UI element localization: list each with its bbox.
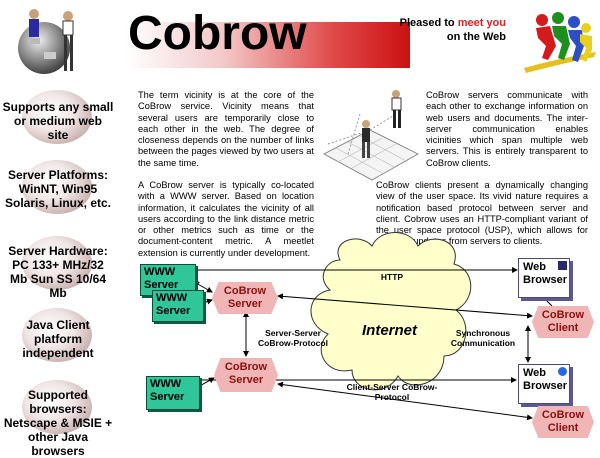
sidebar-bubble-1	[22, 90, 92, 144]
ie-icon	[558, 367, 567, 376]
http-label: HTTP	[380, 272, 404, 282]
sidebar-item-platforms: Server Platforms: WinNT, Win95 Solaris, …	[4, 168, 112, 210]
web-browser-1-label: Web Browser	[523, 261, 568, 286]
running-people-logo	[524, 12, 596, 73]
sidebar-item-supports: Supports any small or medium web site	[2, 100, 114, 142]
sidebar-bubble-5	[22, 380, 92, 434]
tagline: Pleased to meet you on the Web	[386, 16, 506, 44]
web-browser-2: Web Browser	[518, 364, 570, 404]
web-browser-2-label: Web Browser	[523, 367, 568, 392]
web-browser-1: Web Browser	[518, 258, 570, 298]
paragraph-inter-server: CoBrow servers communicate with each oth…	[426, 90, 588, 168]
sidebar-bubble-4	[22, 308, 92, 362]
www-server-2: WWW Server	[152, 290, 204, 322]
header-band	[100, 22, 410, 68]
server-server-label: Server-Server CoBrow-Protocol	[258, 328, 328, 348]
paragraph-server: A CoBrow server is typically co-located …	[138, 180, 314, 258]
tagline-suffix: on the Web	[446, 31, 506, 43]
paragraph-vicinity: The term vicinity is at the core of the …	[138, 90, 314, 168]
tagline-highlight: meet you	[457, 17, 506, 29]
sidebar-item-hardware: Server Hardware: PC 133+ MHz/32 Mb Sun S…	[8, 244, 108, 300]
cobrow-client-2: CoBrow Client	[532, 406, 594, 438]
paragraph-clients: CoBrow clients present a dynamically cha…	[376, 180, 588, 247]
tagline-prefix: Pleased to	[399, 17, 458, 29]
cobrow-server-1: CoBrow Server	[212, 282, 278, 314]
www-server-3: WWW Server	[146, 376, 200, 410]
sidebar-bubble-2	[22, 160, 92, 214]
client-server-label: Client-Server CoBrow-Protocol	[346, 382, 438, 402]
internet-label: Internet	[362, 322, 418, 339]
sidebar-item-java-client: Java Client platform independent	[22, 318, 94, 360]
vicinity-illustration	[323, 90, 419, 181]
page-title: Cobrow	[128, 7, 307, 60]
globe-people-logo	[18, 9, 74, 74]
diagram-connectors	[190, 232, 553, 421]
synchronous-label: Synchronous Communication	[450, 328, 516, 348]
cobrow-client-1: CoBrow Client	[532, 306, 594, 338]
cobrow-server-2: CoBrow Server	[214, 358, 278, 392]
netscape-icon	[558, 261, 567, 270]
internet-cloud	[310, 232, 472, 391]
sidebar-bubble-3	[22, 236, 92, 290]
